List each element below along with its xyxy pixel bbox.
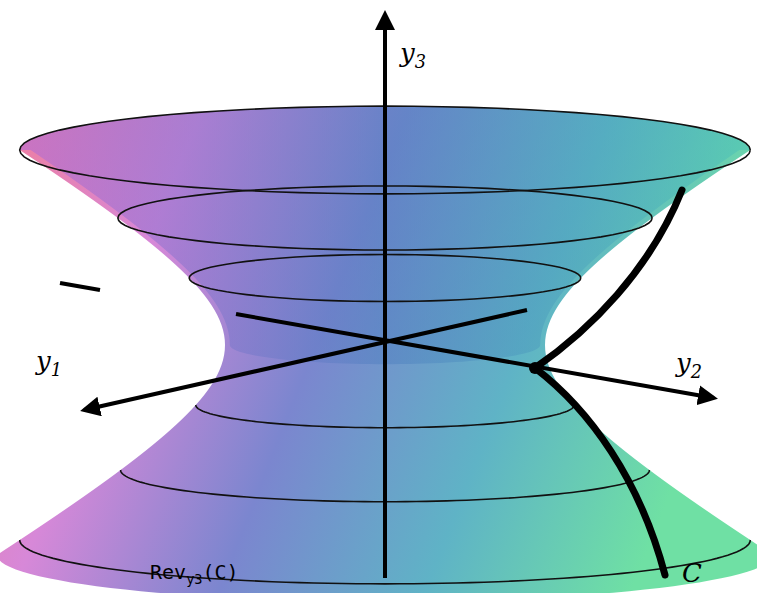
curve-label: C [682, 560, 702, 586]
coordinate-axes [60, 14, 714, 578]
profile-curve [529, 190, 682, 575]
surface-body [0, 106, 757, 593]
axis-label: y3 [400, 40, 426, 66]
axis-label: y2 [676, 350, 702, 376]
axis-label: y1 [36, 348, 62, 374]
surface-label: Revy3(C) [150, 562, 239, 582]
